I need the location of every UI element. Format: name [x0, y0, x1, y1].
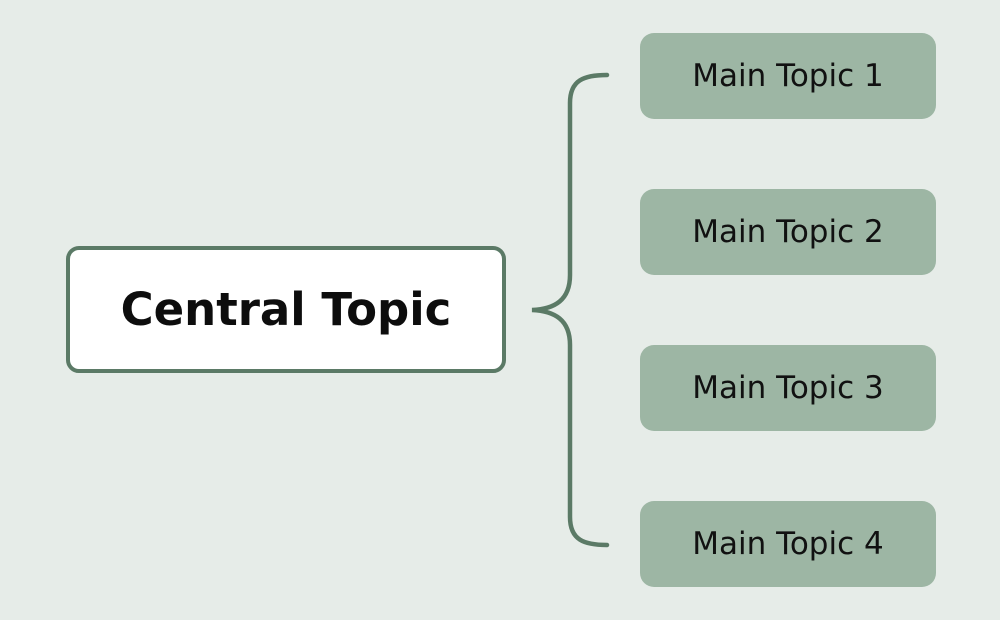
main-topic-node-1[interactable]: Main Topic 1	[640, 33, 936, 119]
main-topic-node-2[interactable]: Main Topic 2	[640, 189, 936, 275]
main-topic-label-4: Main Topic 4	[692, 526, 884, 562]
brace-path	[531, 72, 610, 548]
central-topic-node[interactable]: Central Topic	[66, 246, 506, 373]
main-topic-node-3[interactable]: Main Topic 3	[640, 345, 936, 431]
main-topic-label-1: Main Topic 1	[692, 58, 884, 94]
main-topic-label-2: Main Topic 2	[692, 214, 884, 250]
central-topic-label: Central Topic	[120, 283, 452, 336]
main-topic-node-4[interactable]: Main Topic 4	[640, 501, 936, 587]
main-topic-label-3: Main Topic 3	[692, 370, 884, 406]
